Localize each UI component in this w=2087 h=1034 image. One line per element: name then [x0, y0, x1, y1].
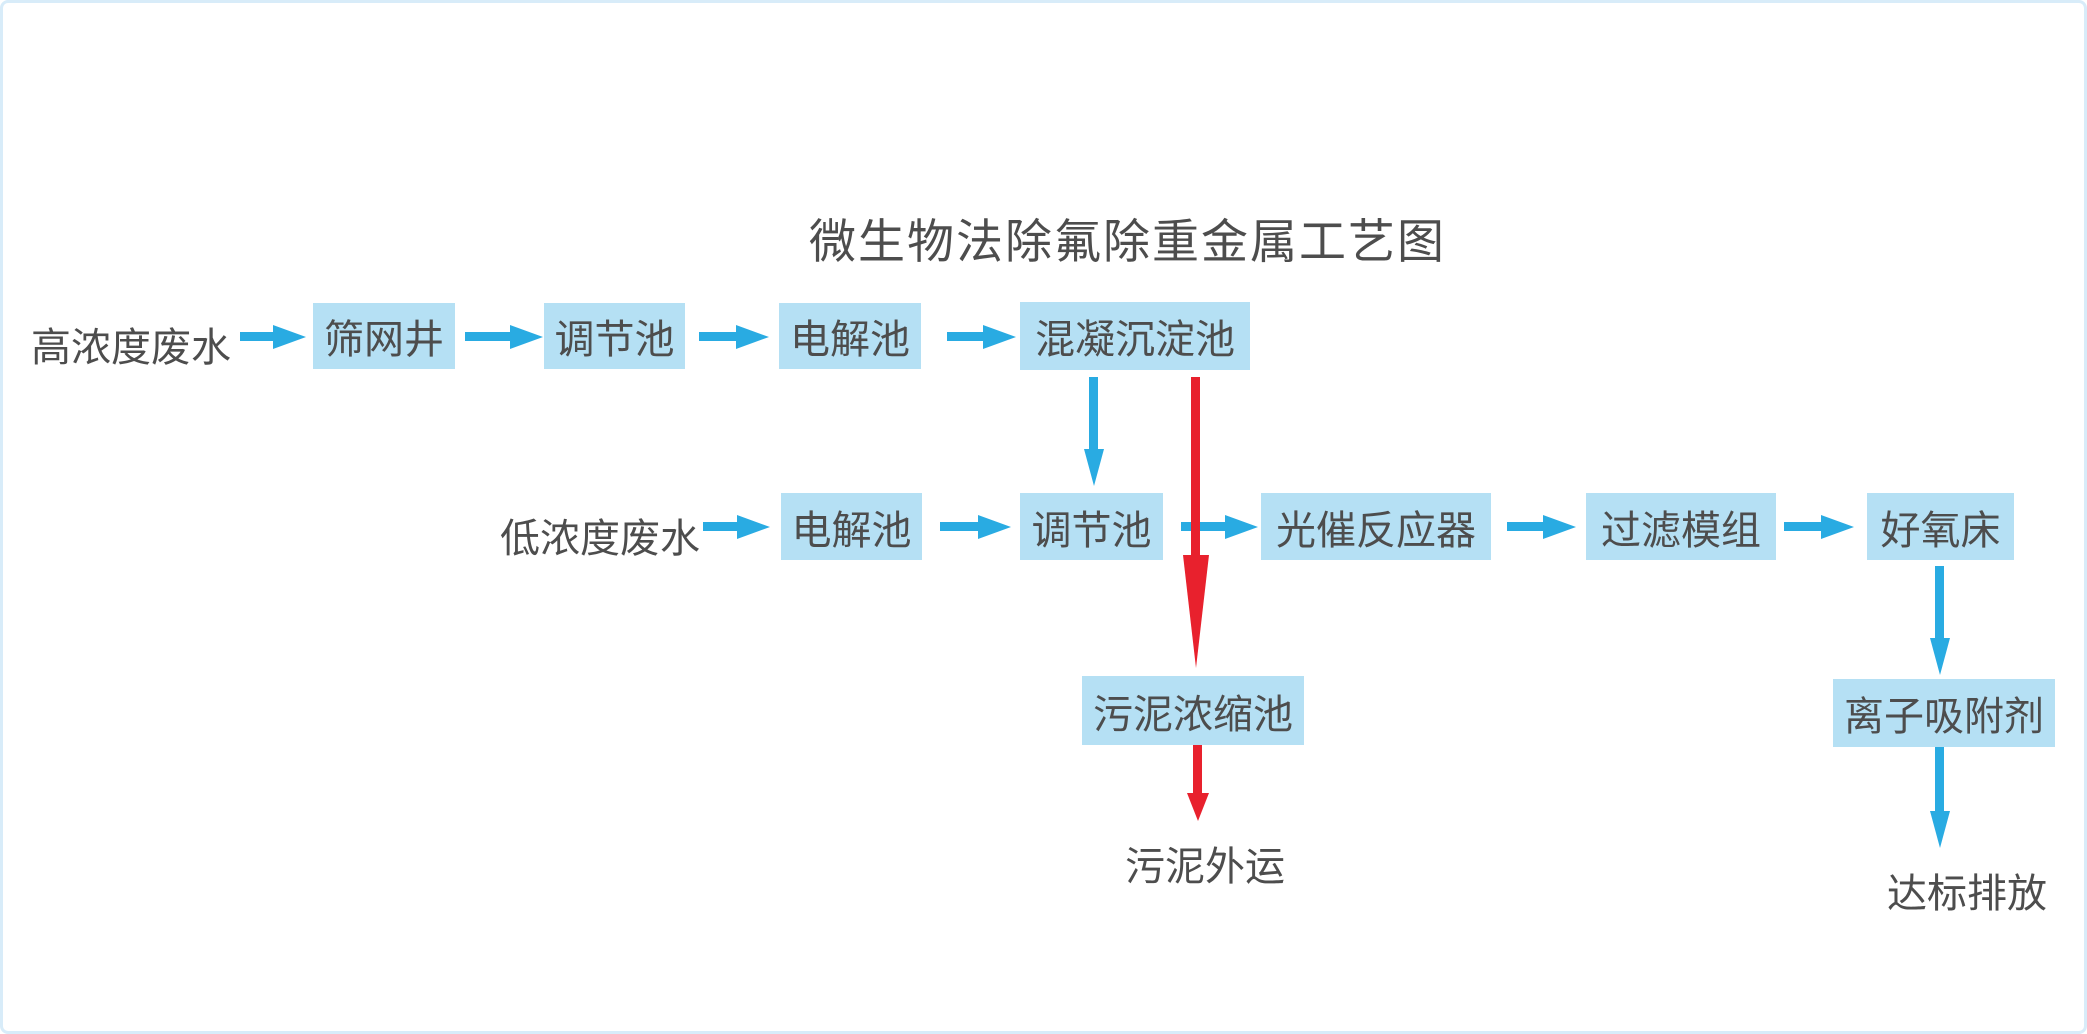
node-electrolysis-tank-1: 电解池: [779, 303, 921, 369]
node-regulating-tank-1: 调节池: [544, 303, 685, 369]
node-photocatalytic-reactor: 光催反应器: [1261, 493, 1491, 560]
arrow-electrolysis-to-regulating-tank-2: [940, 514, 1011, 539]
arrow-coagulation-to-regulating-tank-2: [1083, 377, 1104, 486]
node-coagulation-sedimentation-tank: 混凝沉淀池: [1020, 302, 1250, 370]
node-aerobic-bed: 好氧床: [1867, 493, 2014, 560]
arrow-aerobic-bed-to-ion-adsorbent: [1929, 566, 1950, 675]
source-label-low-concentration: 低浓度废水: [500, 517, 700, 561]
arrow-screen-well-to-regulating-tank: [465, 324, 543, 349]
node-electrolysis-tank-2: 电解池: [781, 493, 922, 560]
arrow-regulating-tank-to-electrolysis-1: [699, 324, 769, 349]
arrow-photocatalytic-reactor-to-filter-module: [1507, 514, 1576, 539]
arrow-electrolysis-to-coagulation: [947, 324, 1016, 349]
node-filter-module: 过滤模组: [1586, 493, 1776, 560]
node-ion-adsorbent: 离子吸附剂: [1833, 679, 2055, 747]
arrow-regulating-tank-to-photocatalytic-reactor: [1181, 514, 1258, 539]
source-label-high-concentration: 高浓度废水: [31, 326, 231, 370]
arrow-filter-module-to-aerobic-bed: [1784, 514, 1854, 539]
arrow-ion-adsorbent-to-discharge: [1929, 747, 1950, 848]
arrow-coagulation-to-sludge-thickener: [1182, 377, 1209, 668]
outlet-label-standard-discharge: 达标排放: [1887, 872, 2047, 916]
arrow-sludge-thickener-to-outlet: [1186, 745, 1209, 821]
node-screen-well: 筛网井: [313, 303, 455, 369]
arrow-high-source-to-screen-well: [240, 324, 306, 349]
outlet-label-sludge-transport: 污泥外运: [1125, 845, 1285, 889]
node-regulating-tank-2: 调节池: [1020, 493, 1163, 560]
diagram-title: 微生物法除氟除重金属工艺图: [809, 215, 1446, 268]
node-sludge-thickening-tank: 污泥浓缩池: [1082, 676, 1304, 745]
arrow-low-source-to-electrolysis: [703, 514, 770, 539]
